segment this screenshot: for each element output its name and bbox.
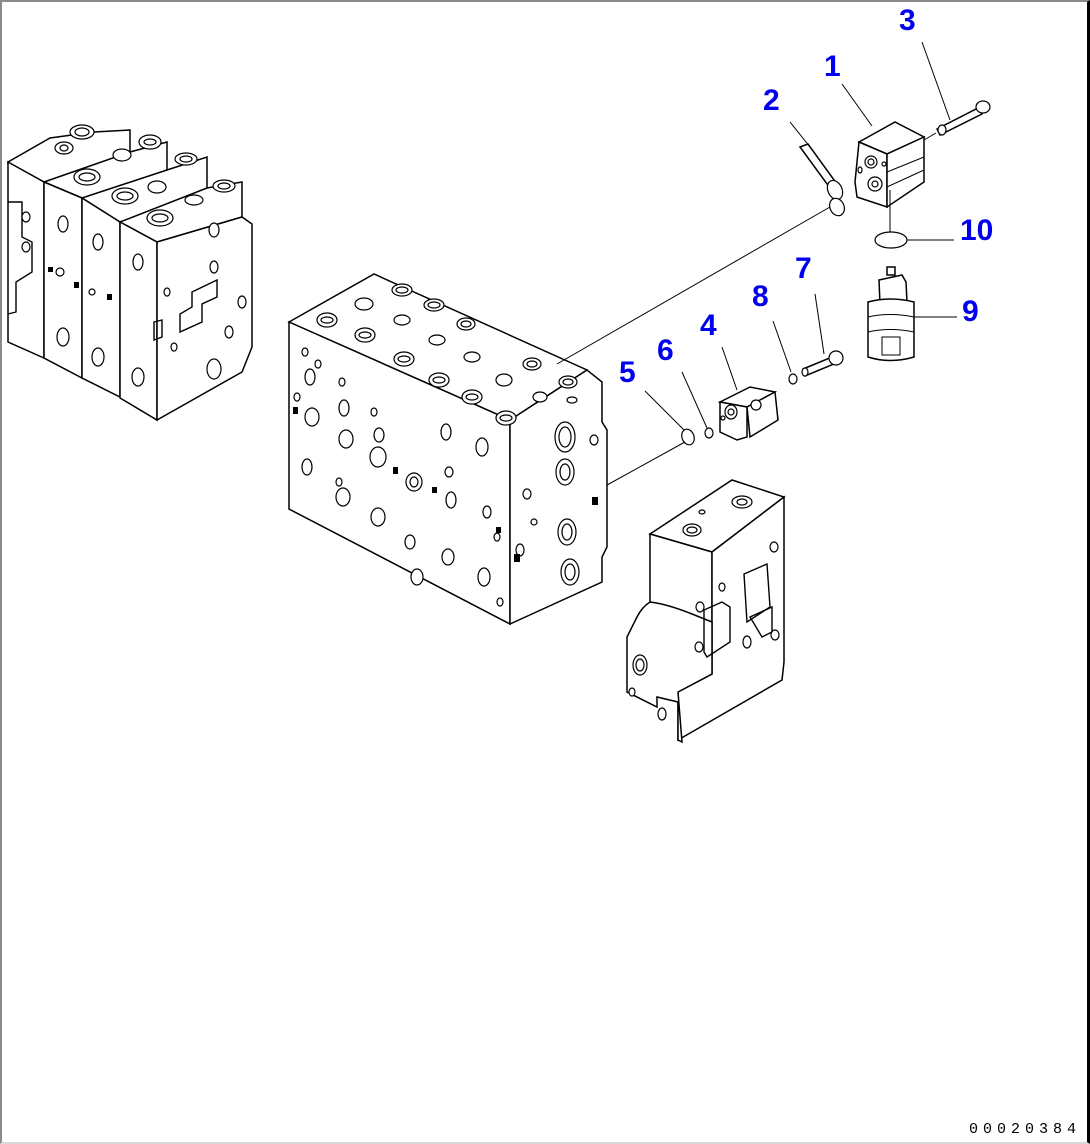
part-6-o-ring	[704, 427, 714, 439]
drawing-number: 00020384	[968, 1121, 1081, 1138]
callout-9[interactable]: 9	[962, 295, 979, 328]
callout-1[interactable]: 1	[824, 50, 841, 83]
part-3-bolt	[923, 100, 991, 141]
part-4-valve-block	[717, 386, 779, 441]
part-5-o-ring	[681, 428, 695, 446]
callout-7[interactable]: 7	[795, 252, 812, 285]
part-8-washer	[788, 373, 798, 385]
callout-2[interactable]: 2	[763, 84, 780, 117]
leader-lines	[556, 41, 957, 486]
callout-8[interactable]: 8	[752, 280, 769, 313]
callout-4[interactable]: 4	[700, 309, 717, 342]
callout-3[interactable]: 3	[899, 4, 916, 37]
part-1-valve-block	[854, 121, 926, 234]
part-7-bolt	[801, 350, 844, 378]
callout-5[interactable]: 5	[619, 356, 636, 389]
part-9-relief-valve	[867, 266, 915, 362]
valve-assembly-overview	[7, 124, 253, 422]
callout-6[interactable]: 6	[657, 334, 674, 367]
part-10-o-ring	[874, 231, 908, 249]
end-cover-block	[626, 479, 786, 744]
main-valve-body	[287, 273, 608, 626]
part-2-o-ring	[798, 143, 845, 217]
callout-10[interactable]: 10	[960, 214, 994, 247]
